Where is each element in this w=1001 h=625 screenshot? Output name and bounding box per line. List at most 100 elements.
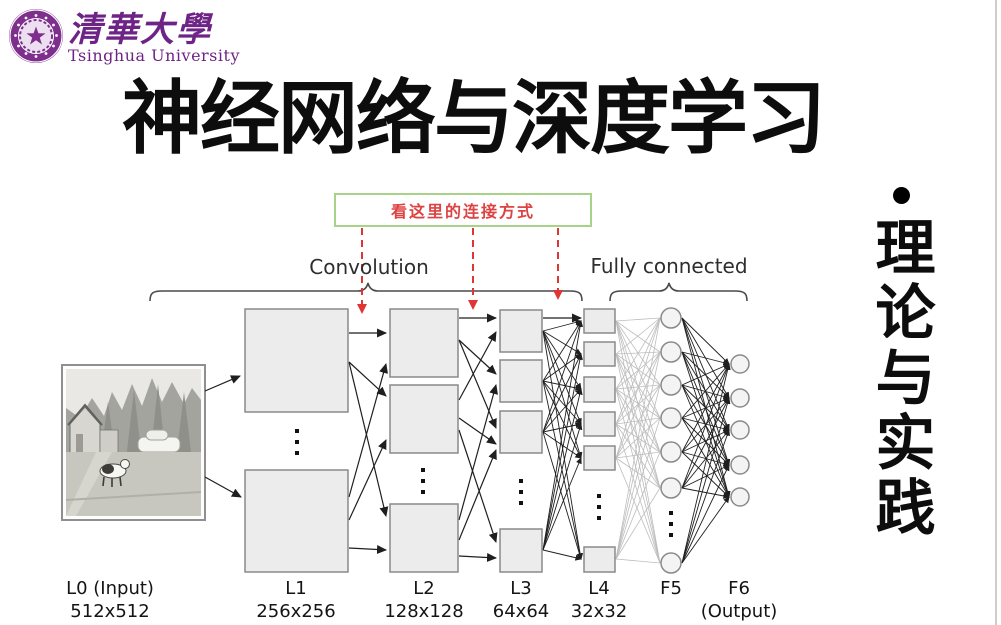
mesh-line xyxy=(615,317,661,425)
mesh-line xyxy=(615,423,661,564)
mesh-line xyxy=(542,388,582,433)
layer-size: 256x256 xyxy=(256,601,336,622)
ellipsis-dot xyxy=(669,533,673,537)
layer-box xyxy=(583,445,616,471)
mesh-line xyxy=(542,457,582,551)
connection-line xyxy=(348,363,388,498)
layer-name: L3 xyxy=(510,578,532,599)
mesh-line xyxy=(542,330,582,390)
ellipsis-dot xyxy=(421,468,425,472)
layer-box xyxy=(499,528,543,573)
connection-line xyxy=(204,476,242,498)
tsinghua-logo: 清華大學 Tsinghua University xyxy=(8,6,268,68)
mesh-line xyxy=(542,320,582,382)
mesh-line xyxy=(681,464,730,489)
mesh-line xyxy=(542,423,583,551)
neuron-circle xyxy=(660,407,682,429)
mesh-line xyxy=(615,451,661,560)
mesh-line xyxy=(615,417,661,560)
neuron-circle xyxy=(730,455,750,475)
mesh-line xyxy=(681,363,730,419)
layer-name: F6 xyxy=(728,578,750,599)
mesh-line xyxy=(681,429,730,453)
annotation-callout: 看这里的连接方式 xyxy=(334,193,592,227)
mesh-line xyxy=(681,351,730,366)
ellipsis-dot xyxy=(597,516,601,520)
connection-line xyxy=(204,375,241,392)
connection-line xyxy=(458,553,497,563)
connection-line xyxy=(348,439,387,521)
ellipsis-dot xyxy=(295,440,299,444)
mesh-line xyxy=(681,363,730,453)
connection-line xyxy=(458,331,497,401)
mesh-line xyxy=(542,330,582,355)
connection-line xyxy=(458,429,498,543)
connection-line xyxy=(458,339,497,429)
neuron-circle xyxy=(660,307,682,329)
mesh-line xyxy=(615,487,661,560)
neuron-circle xyxy=(660,341,682,363)
neuron-circle xyxy=(660,477,682,499)
connection-line xyxy=(348,361,387,397)
group-label: Convolution xyxy=(309,255,429,279)
mesh-line xyxy=(542,353,583,551)
layer-name: L1 xyxy=(285,578,307,599)
logo-calligraphy: 清華大學 xyxy=(68,10,212,50)
mesh-line xyxy=(681,363,731,564)
tsinghua-emblem-icon xyxy=(9,9,63,63)
layer-label: F6(Output) xyxy=(701,578,778,624)
mesh-line xyxy=(542,431,583,560)
neuron-circle xyxy=(730,388,750,408)
slide-title: 神经网络与深度学习 xyxy=(122,71,826,165)
layer-size: 64x64 xyxy=(492,601,550,622)
mesh-line xyxy=(615,351,661,560)
mesh-line xyxy=(615,353,661,453)
ellipsis-dot xyxy=(295,451,299,455)
layer-box xyxy=(389,503,459,573)
mesh-line xyxy=(615,558,661,564)
mesh-line xyxy=(681,487,730,499)
group-brace xyxy=(149,282,583,302)
mesh-line xyxy=(615,320,661,564)
mesh-line xyxy=(542,330,583,459)
diagram-generated xyxy=(149,228,750,574)
connection-line xyxy=(458,339,497,375)
layer-size: 128x128 xyxy=(384,601,464,622)
mesh-line xyxy=(681,397,731,564)
ellipsis-dot xyxy=(421,490,425,494)
layer-size: 32x32 xyxy=(570,601,628,622)
layer-size: 512x512 xyxy=(70,601,150,622)
layer-box xyxy=(244,469,349,573)
neuron-circle xyxy=(730,354,750,374)
ellipsis-dot xyxy=(597,505,601,509)
neuron-circle xyxy=(660,374,682,396)
layer-name: L0 (Input) xyxy=(66,578,154,599)
mesh-line xyxy=(681,429,730,489)
ellipsis-dot xyxy=(519,479,523,483)
group-brace xyxy=(609,282,748,302)
mesh-line xyxy=(542,422,582,433)
ellipsis-dot xyxy=(519,490,523,494)
mesh-line xyxy=(681,464,730,564)
mesh-line xyxy=(681,417,730,432)
mesh-line xyxy=(615,353,661,386)
logo-university-name: Tsinghua University xyxy=(68,46,240,65)
mesh-line xyxy=(681,317,730,365)
mesh-line xyxy=(542,431,582,459)
mesh-line xyxy=(681,317,730,431)
mesh-line xyxy=(542,319,582,332)
mesh-line xyxy=(615,317,661,355)
layer-box xyxy=(583,411,616,437)
layer-box xyxy=(389,308,459,378)
layer-box xyxy=(583,308,616,334)
layer-name: F5 xyxy=(660,578,682,599)
mesh-line xyxy=(681,429,730,564)
mesh-line xyxy=(615,317,661,390)
layer-box xyxy=(499,359,543,403)
layer-label: L0 (Input)512x512 xyxy=(66,578,154,624)
connection-line xyxy=(348,545,387,555)
layer-box xyxy=(389,384,459,454)
neuron-circle xyxy=(730,420,750,440)
